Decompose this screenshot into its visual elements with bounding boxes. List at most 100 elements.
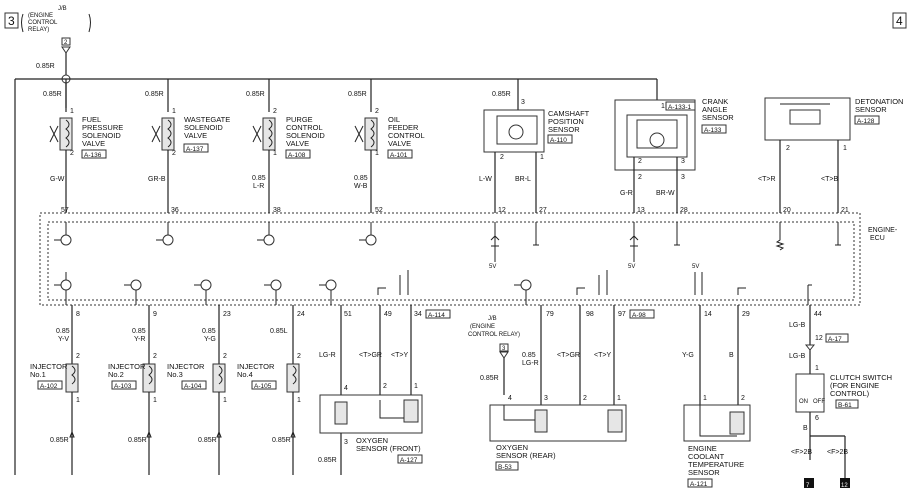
heater-wire — [379, 400, 404, 419]
injector-2: 9 0.85 Y-R 2 1 INJECTOR No.2 A-103 0.85R — [108, 305, 157, 475]
conn-tag — [495, 461, 519, 471]
pin-label: 12 — [815, 335, 823, 342]
ecu-bias-resistors — [399, 270, 409, 295]
component-name: DETONATION — [855, 97, 903, 106]
wire-label: 0.85R — [43, 91, 62, 98]
component-name: SOLENOID — [286, 131, 325, 140]
wire-label: 0.85R — [318, 457, 337, 464]
component-name: SENSOR (FRONT) — [356, 444, 421, 453]
ecu-pin: 49 — [384, 311, 392, 318]
component-name: SENSOR (REAR) — [496, 451, 556, 460]
conn-tag — [629, 309, 655, 319]
pin-label: 2 — [375, 108, 379, 115]
wire-color: LG-B — [789, 353, 806, 360]
ecu-pin: 52 — [375, 207, 383, 214]
solenoid-symbol — [151, 125, 161, 143]
pin-label: 3 — [521, 99, 525, 106]
wire-color: LG-R — [319, 352, 336, 359]
coil — [218, 365, 223, 385]
main-wire-label: 0.85R — [36, 63, 55, 70]
transistor — [194, 279, 212, 305]
pin-label: 2 — [383, 383, 387, 390]
component-name: CONTROL — [286, 123, 323, 132]
wire-label: 0.85R — [50, 437, 69, 444]
solenoid-purge: 0.85R 2 1 PURGE CONTROL SOLENOID VALVE A… — [246, 79, 325, 214]
connector — [59, 117, 73, 151]
component-name: OXYGEN — [356, 436, 388, 445]
component-num: No.4 — [237, 370, 253, 379]
conn-tag — [547, 134, 573, 144]
pin-label: 2 — [223, 353, 227, 360]
ecu-pin: 57 — [61, 207, 69, 214]
pin-label: 2 — [500, 154, 504, 161]
transistor — [359, 222, 377, 246]
coil — [268, 119, 273, 148]
transistor — [264, 279, 282, 305]
wire-label: 0.85R — [128, 437, 147, 444]
pin-label: 2 — [172, 150, 176, 157]
component-name: VALVE — [286, 139, 309, 148]
component-name: CAMSHAFT — [548, 109, 590, 118]
ecu-pin: 23 — [223, 311, 231, 318]
oxygen-sensor-rear: 79 98 97 A-98 0.85 LG-R <T>GR <T>Y 4 3 2… — [489, 305, 655, 471]
conn-tag — [825, 333, 849, 343]
ecu-bias-resistors — [598, 270, 608, 295]
wire-color: BR-L — [515, 176, 531, 183]
solenoid-wastegate: 0.85R 1 2 WASTEGATE SOLENOID VALVE A-137… — [145, 79, 230, 214]
coil — [292, 365, 297, 385]
page-marker-right: 4 — [896, 14, 903, 28]
thermistor — [729, 411, 745, 435]
ecu-pin: 12 — [498, 207, 506, 214]
component-name: SENSOR — [688, 468, 720, 477]
pin-label: 2 — [153, 353, 157, 360]
connector-id: A-101 — [390, 152, 408, 159]
conn-tag — [181, 380, 207, 390]
jb-label-4: RELAY) — [28, 27, 49, 33]
pin-label: 4 — [508, 395, 512, 402]
heater — [403, 399, 419, 423]
connector — [161, 117, 175, 151]
wire-color: Y-G — [682, 352, 694, 359]
conn-tag — [854, 115, 880, 125]
heater-wire — [503, 405, 535, 421]
jb-paren-left — [21, 13, 24, 33]
component-name: COOLANT — [688, 452, 725, 461]
wire-color: LG-R — [522, 360, 539, 367]
wire-color: Y-R — [134, 336, 145, 343]
wire-color: G-R — [620, 190, 633, 197]
supply-5v: 5V — [692, 264, 699, 270]
jb-connector-arrow — [61, 46, 71, 54]
wire-label: 0.85R — [348, 91, 367, 98]
pin-label: 2 — [70, 150, 74, 157]
ecu-label-1: ENGINE- — [868, 227, 898, 234]
pin-label: 2 — [638, 174, 642, 181]
component-name: INJECTOR — [108, 362, 146, 371]
wire-color: GR-B — [148, 176, 166, 183]
connector-id: A-98 — [632, 312, 646, 319]
pin-label: 6 — [815, 415, 819, 422]
wire-gauge: 0.85 — [56, 328, 70, 335]
ground-point-left — [804, 478, 814, 488]
wire-gauge: 0.85 — [252, 175, 266, 182]
injector-body — [286, 363, 300, 393]
solenoid-symbol — [49, 125, 59, 143]
ecu-pin: 51 — [344, 311, 352, 318]
ecu-inner — [47, 221, 855, 301]
solenoid-symbol — [252, 125, 262, 143]
injector-body — [212, 363, 226, 393]
component-name: OXYGEN — [496, 443, 528, 452]
conn-tag — [835, 399, 859, 409]
jb-label: (ENGINE — [470, 324, 495, 330]
wire-color: LG-B — [789, 322, 806, 329]
pin-label: 2 — [583, 395, 587, 402]
piezo — [789, 109, 821, 125]
connector-id: A-136 — [84, 152, 102, 159]
component-name: VALVE — [184, 131, 207, 140]
connector-arrow — [804, 344, 816, 351]
transistor — [124, 279, 142, 305]
connector-id: A-127 — [400, 457, 418, 464]
ecu-pin: 9 — [153, 311, 157, 318]
conn-tag — [183, 143, 209, 153]
ecu-pin: 28 — [680, 207, 688, 214]
element — [334, 401, 348, 425]
